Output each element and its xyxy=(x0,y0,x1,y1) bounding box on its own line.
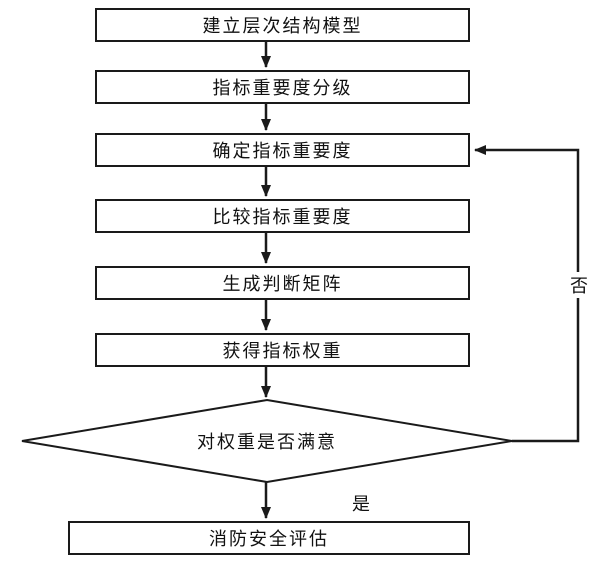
node-build-hierarchy-model-label: 建立层次结构模型 xyxy=(202,16,363,36)
decision-weights-satisfactory-label: 对权重是否满意 xyxy=(197,432,337,452)
edge-label-yes: 是 xyxy=(350,490,372,516)
node-grade-indicator-importance-label: 指标重要度分级 xyxy=(212,78,353,98)
node-compare-indicator-importance-label: 比较指标重要度 xyxy=(212,207,353,227)
node-grade-indicator-importance: 指标重要度分级 xyxy=(95,70,470,104)
edge-label-no: 否 xyxy=(564,272,594,298)
node-fire-safety-assessment: 消防安全评估 xyxy=(68,521,470,555)
node-determine-indicator-importance: 确定指标重要度 xyxy=(95,133,470,167)
connector-decision-3-no xyxy=(474,145,580,443)
node-obtain-indicator-weights: 获得指标权重 xyxy=(95,333,470,367)
node-obtain-indicator-weights-label: 获得指标权重 xyxy=(222,341,343,361)
node-generate-judgment-matrix: 生成判断矩阵 xyxy=(95,266,470,300)
decision-weights-satisfactory: 对权重是否满意 xyxy=(22,400,512,482)
node-compare-indicator-importance: 比较指标重要度 xyxy=(95,199,470,233)
node-build-hierarchy-model: 建立层次结构模型 xyxy=(95,8,470,42)
node-determine-indicator-importance-label: 确定指标重要度 xyxy=(212,141,353,161)
node-fire-safety-assessment-label: 消防安全评估 xyxy=(209,529,329,549)
node-generate-judgment-matrix-label: 生成判断矩阵 xyxy=(222,274,343,294)
